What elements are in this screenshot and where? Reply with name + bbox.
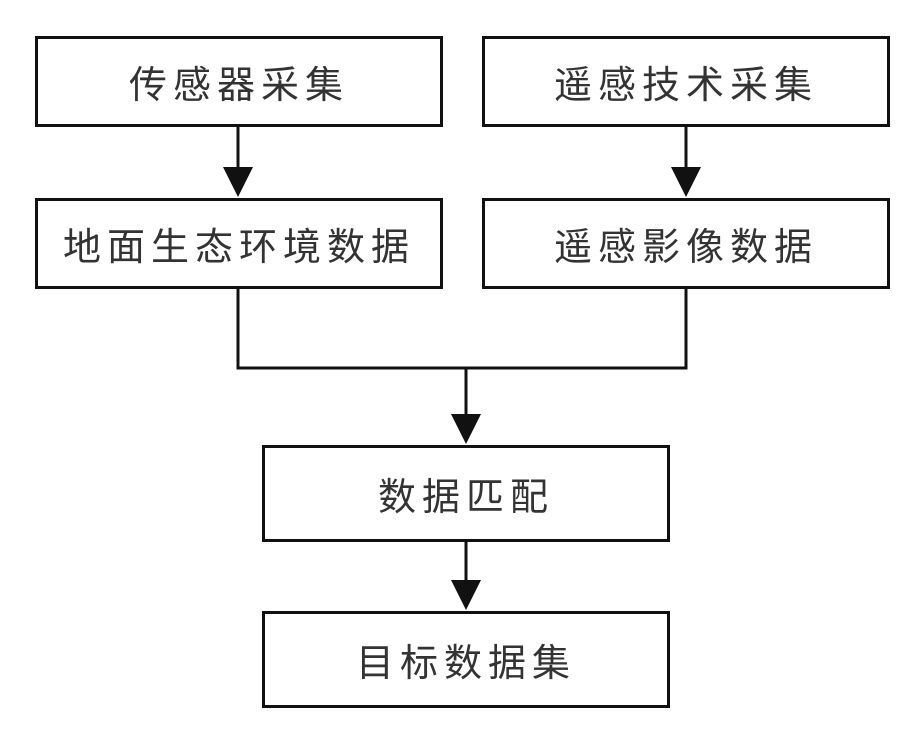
node-remote-sensing-collection: 遥感技术采集 [482,36,890,127]
node-label: 遥感技术采集 [554,54,818,109]
node-target-dataset: 目标数据集 [262,611,670,708]
node-label: 地面生态环境数据 [63,216,415,271]
node-sensor-collection: 传感器采集 [35,36,443,127]
node-label: 遥感影像数据 [554,216,818,271]
node-ground-ecological-data: 地面生态环境数据 [35,198,443,289]
node-data-matching: 数据匹配 [262,445,670,542]
merge-connector [238,289,686,368]
node-label: 目标数据集 [356,632,576,687]
node-label: 数据匹配 [378,466,554,521]
node-label: 传感器采集 [129,54,349,109]
node-remote-sensing-image-data: 遥感影像数据 [482,198,890,289]
